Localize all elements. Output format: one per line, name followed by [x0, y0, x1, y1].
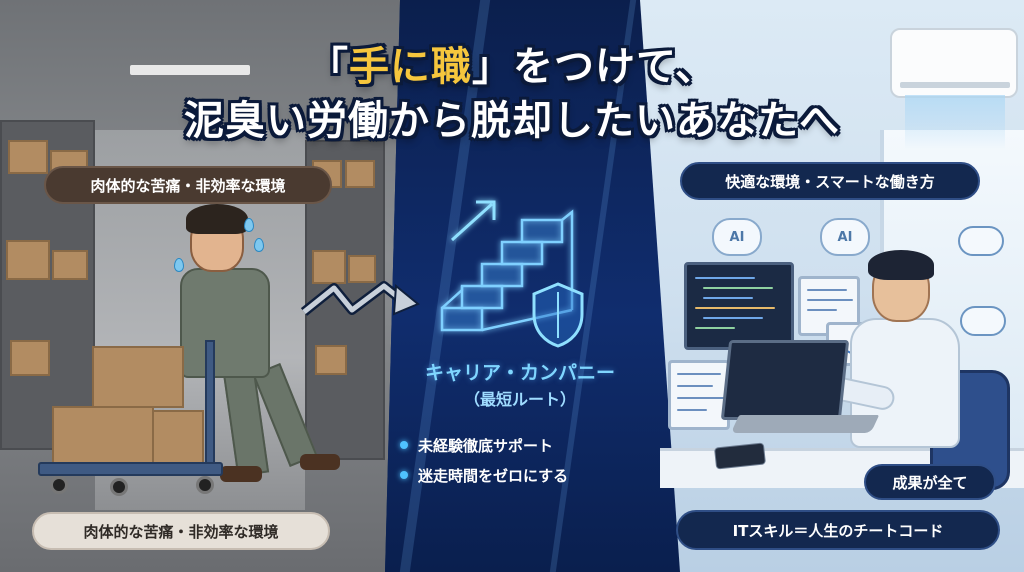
- code-line: [677, 397, 725, 399]
- result-label: 成果が全て: [864, 464, 996, 500]
- bracket-close: 」: [472, 44, 513, 90]
- cart-base: [38, 462, 223, 476]
- headline-line-1: 「手に職」をつけて、: [0, 34, 1024, 92]
- cart-wheel: [196, 476, 214, 494]
- ai-badge-text: AI: [837, 229, 853, 245]
- code-line: [677, 373, 721, 375]
- shelf-box: [8, 140, 48, 174]
- code-line: [807, 289, 847, 291]
- shelf-box: [10, 340, 50, 376]
- shelf-box: [312, 250, 346, 284]
- code-line: [703, 287, 773, 289]
- bracket-open: 「: [308, 44, 349, 90]
- feature-text: 未経験徹底サポート: [418, 436, 554, 455]
- ai-badge-text: AI: [729, 229, 745, 245]
- code-screen: [668, 360, 730, 430]
- ai-brain-icon: AI: [820, 218, 870, 256]
- cloud-database-icon: [958, 226, 1004, 256]
- shelf-box: [315, 345, 347, 375]
- shelf-box: [348, 255, 376, 283]
- worker-shoe: [300, 454, 340, 470]
- office-worker-hair: [868, 250, 934, 280]
- feature-item: 迷走時間をゼロにする: [400, 460, 650, 490]
- shelf-box: [345, 160, 375, 188]
- ac-vent: [900, 82, 1010, 88]
- worker-body: [180, 268, 270, 378]
- ac-airflow: [905, 95, 1005, 150]
- code-line: [807, 299, 853, 301]
- career-panel: [385, 0, 680, 572]
- ceiling-light: [130, 65, 250, 75]
- laptop-keyboard: [730, 415, 880, 433]
- sweat-drop-icon: [254, 238, 264, 252]
- cart-wheel: [50, 476, 68, 494]
- bullet-dot-icon: [400, 441, 408, 449]
- code-line: [807, 309, 837, 311]
- left-bottom-label: 肉体的な苦痛・非効率な環境: [32, 512, 330, 550]
- headline-accent: 手に職: [349, 44, 472, 90]
- sweat-drop-icon: [174, 258, 184, 272]
- code-line: [703, 317, 763, 319]
- cardboard-box: [92, 346, 184, 408]
- worker-hair: [186, 204, 248, 234]
- feature-text: 迷走時間をゼロにする: [418, 466, 569, 485]
- cart-wheel: [110, 478, 128, 496]
- headline-rest: をつけて、: [513, 44, 716, 90]
- zigzag-arrow-icon: [300, 281, 420, 316]
- cardboard-box: [52, 406, 154, 464]
- worker-shoe: [220, 466, 262, 482]
- bullet-dot-icon: [400, 471, 408, 479]
- code-line: [695, 277, 755, 279]
- code-line: [677, 409, 707, 411]
- code-line: [695, 307, 775, 309]
- right-bottom-label: ITスキル＝人生のチートコード: [676, 510, 1000, 550]
- right-top-label: 快適な環境・スマートな働き方: [680, 162, 980, 200]
- left-top-label: 肉体的な苦痛・非効率な環境: [44, 166, 332, 204]
- route-subtitle: （最短ルート）: [463, 390, 576, 409]
- arrow-up-icon: [450, 200, 496, 242]
- sweat-drop-icon: [244, 218, 254, 232]
- laptop-screen: [720, 340, 850, 420]
- cloud-upload-icon: [960, 306, 1006, 336]
- cardboard-box: [152, 410, 204, 464]
- cart-handle: [205, 340, 215, 470]
- company-name: キャリア・カンパニー: [424, 362, 615, 384]
- code-line: [677, 385, 713, 387]
- code-line: [703, 297, 753, 299]
- headline-line-2: 泥臭い労働から脱却したいあなたへ: [184, 98, 840, 144]
- code-line: [695, 327, 735, 329]
- ai-brain-icon: AI: [712, 218, 762, 256]
- shelf-box: [6, 240, 50, 280]
- feature-item: 未経験徹底サポート: [400, 430, 650, 460]
- shield-icon: [532, 282, 584, 348]
- feature-list: 未経験徹底サポート 迷走時間をゼロにする: [400, 430, 650, 490]
- code-screen: [684, 262, 794, 350]
- shelf-box: [52, 250, 88, 280]
